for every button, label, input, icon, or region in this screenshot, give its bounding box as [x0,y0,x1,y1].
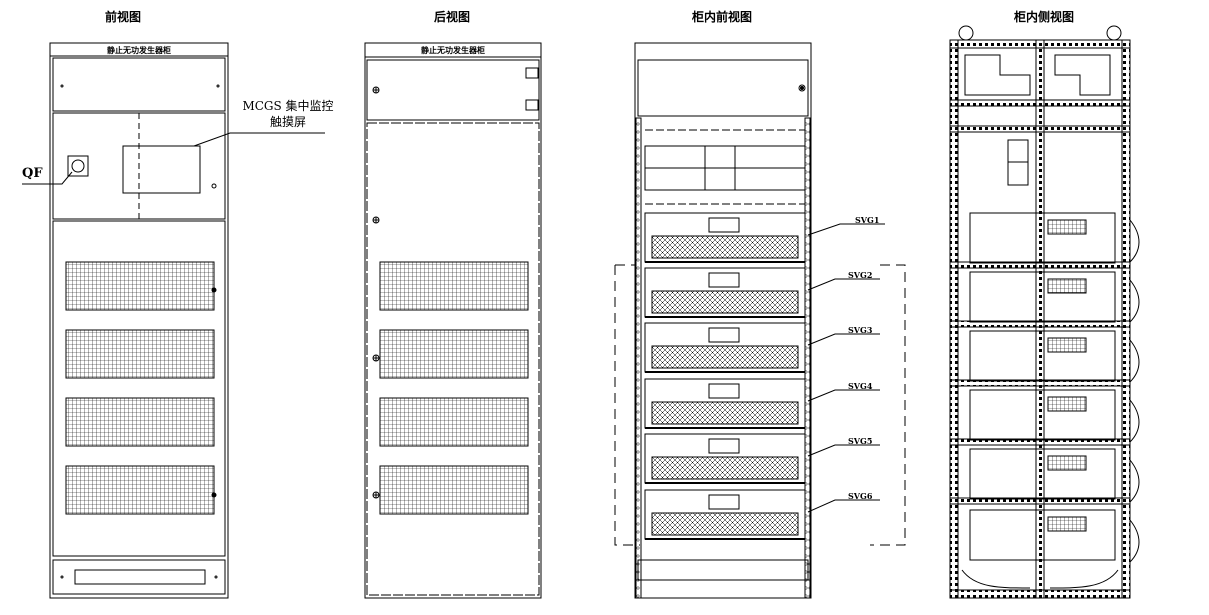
rear-view [364,42,542,599]
side-module-6 [969,509,1116,561]
inner-front-top-panel [637,59,809,117]
front-top-panel [52,57,226,112]
side-module-2 [949,271,1131,328]
rear-vent-3 [379,397,529,447]
inner-front-plinth [637,559,809,581]
side-module-4 [949,389,1131,446]
module-tag-svg5: SVG5 [848,436,873,446]
front-cabinet-outline [49,42,229,599]
touchscreen-callout: MCGS 集中监控 触摸屏 [238,98,338,130]
module-tag-svg1: SVG1 [855,215,880,225]
rear-door [366,122,540,596]
rear-cabinet-nameplate: 静止无功发生器柜 [421,45,485,55]
view-title-front: 前视图 [104,10,141,24]
rear-cabinet-outline [364,42,542,599]
lifting-eye-right [1106,25,1122,41]
rear-top-panel [366,59,540,121]
inner-side-view [949,25,1140,599]
view-title-inner-front: 柜内前视图 [691,10,752,24]
view-title-rear: 后视图 [433,10,470,24]
side-module-1 [949,212,1131,269]
view-title-inner-side: 柜内侧视图 [1013,10,1074,24]
breaker-callout: QF [22,166,43,181]
touchscreen-callout-line1: MCGS 集中监控 [242,99,334,113]
front-cabinet-nameplate: 静止无功发生器柜 [107,45,171,55]
inner-front-outline [634,42,812,599]
module-tag-svg2: SVG2 [848,270,873,280]
front-vent-3 [65,397,215,447]
module-tag-svg6: SVG6 [848,491,873,501]
module-tag-svg3: SVG3 [848,325,873,335]
touchscreen-callout-line2: 触摸屏 [269,115,306,129]
rear-vent-4 [379,465,529,515]
module-tag-svg4: SVG4 [848,381,873,391]
front-plinth [52,559,226,595]
inner-front-view [614,42,906,599]
front-view [22,42,325,599]
front-vent-4 [65,465,215,515]
front-vent-2 [65,329,215,379]
side-module-5 [949,448,1131,505]
front-lower-door [52,220,226,557]
rear-vent-2 [379,329,529,379]
side-module-3 [949,330,1131,387]
breaker-qf [67,155,89,177]
front-vent-1 [65,261,215,311]
lifting-eye-left [958,25,974,41]
touchscreen [122,145,201,194]
rear-vent-1 [379,261,529,311]
